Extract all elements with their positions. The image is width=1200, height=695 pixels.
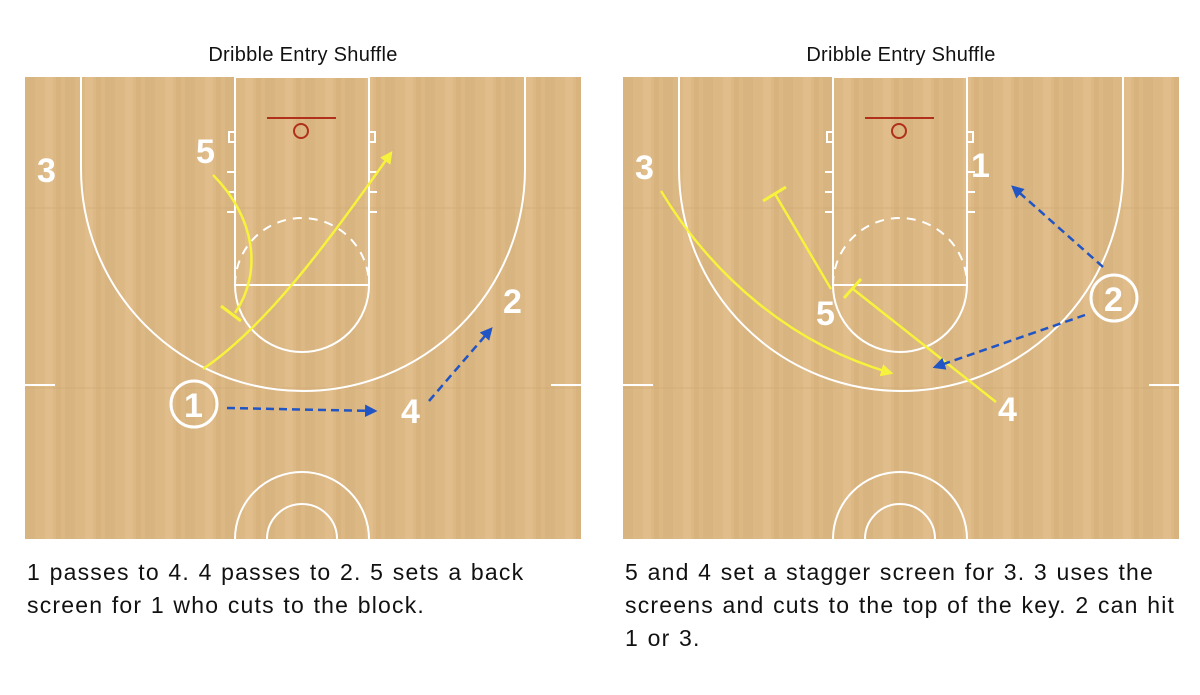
- player-5[interactable]: 5: [196, 133, 215, 171]
- screen-bar-5: [220, 304, 242, 323]
- pass-1-to-4: [226, 404, 378, 418]
- basket: [267, 117, 336, 139]
- screen-bar-5: [762, 185, 787, 203]
- svg-text:2: 2: [503, 283, 522, 321]
- player-2[interactable]: 2: [1089, 273, 1139, 323]
- panel-title: Dribble Entry Shuffle: [208, 44, 398, 66]
- panel-title: Dribble Entry Shuffle: [806, 44, 996, 66]
- svg-text:3: 3: [635, 149, 654, 187]
- pass-4-to-2: [428, 327, 493, 402]
- ball-handler-circle: [1089, 273, 1139, 323]
- cut-path-3: [659, 190, 894, 377]
- cut-path-5-screen: [212, 174, 253, 314]
- player-3[interactable]: 3: [37, 152, 56, 190]
- player-4[interactable]: 4: [401, 393, 420, 431]
- ball-handler-circle: [169, 379, 219, 429]
- play-panel-1: Dribble Entry Shuffle: [25, 0, 585, 695]
- basket: [865, 117, 934, 139]
- play-description: 5 and 4 set a stagger screen for 3. 3 us…: [625, 559, 1176, 651]
- half-court-diagram: 3 5 2 1 4: [25, 77, 581, 539]
- svg-text:4: 4: [998, 391, 1017, 429]
- pass-2-to-3: [932, 313, 1086, 370]
- court-floor: [25, 77, 581, 539]
- court-floor: [623, 77, 1179, 539]
- svg-text:4: 4: [401, 393, 420, 431]
- pass-2-to-1: [1011, 185, 1104, 268]
- cut-path-1: [202, 150, 393, 371]
- player-1[interactable]: 1: [971, 147, 990, 185]
- player-2[interactable]: 2: [503, 283, 522, 321]
- half-court-diagram: 3 1 2 5 4: [623, 77, 1179, 539]
- svg-text:1: 1: [184, 387, 203, 425]
- player-4[interactable]: 4: [998, 391, 1017, 429]
- screen-path-4: [852, 288, 997, 403]
- play-description: 1 passes to 4. 4 passes to 2. 5 sets a b…: [27, 559, 525, 618]
- svg-text:1: 1: [971, 147, 990, 185]
- play-panel-2: Dribble Entry Shuffle: [623, 0, 1183, 695]
- screen-bar-4: [842, 277, 863, 300]
- svg-text:2: 2: [1104, 281, 1123, 319]
- svg-text:3: 3: [37, 152, 56, 190]
- svg-text:5: 5: [816, 295, 835, 333]
- player-1[interactable]: 1: [169, 379, 219, 429]
- court-lines: [25, 77, 581, 539]
- player-3[interactable]: 3: [635, 149, 654, 187]
- player-5[interactable]: 5: [816, 295, 835, 333]
- svg-text:5: 5: [196, 133, 215, 171]
- screen-path-5: [773, 193, 833, 290]
